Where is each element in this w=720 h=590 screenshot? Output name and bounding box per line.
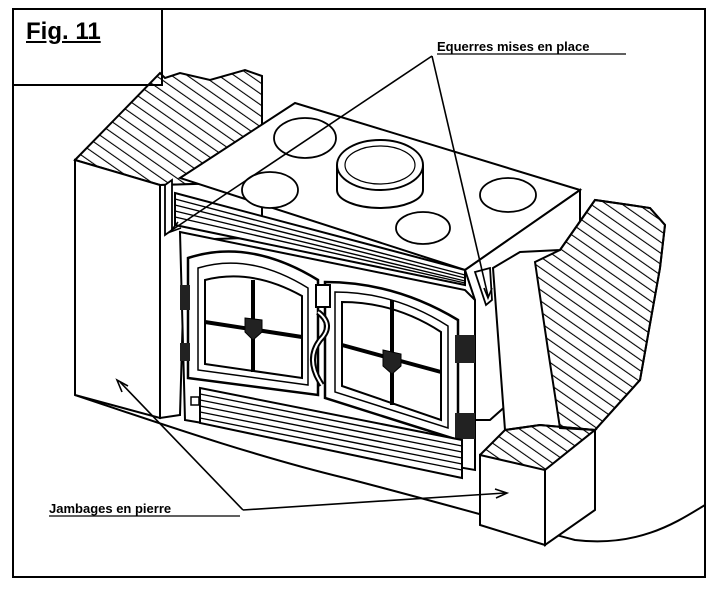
figure-number: Fig. 11 — [26, 18, 101, 45]
figure-label-box — [12, 8, 163, 86]
label-equerres: Equerres mises en place — [437, 39, 589, 54]
stove-insert — [164, 101, 583, 480]
label-jambages: Jambages en pierre — [49, 501, 171, 516]
top-label-leaders — [167, 55, 493, 301]
upper-grille — [174, 191, 466, 287]
door-latch — [310, 284, 331, 387]
right-door — [323, 280, 475, 442]
right-stone-jamb — [479, 198, 667, 547]
left-door — [180, 250, 320, 397]
flue-collar — [336, 139, 424, 209]
bottom-label-leaders — [115, 378, 510, 511]
floor-outline — [74, 394, 706, 543]
lower-grille — [190, 386, 463, 480]
bracket-left — [164, 178, 173, 237]
